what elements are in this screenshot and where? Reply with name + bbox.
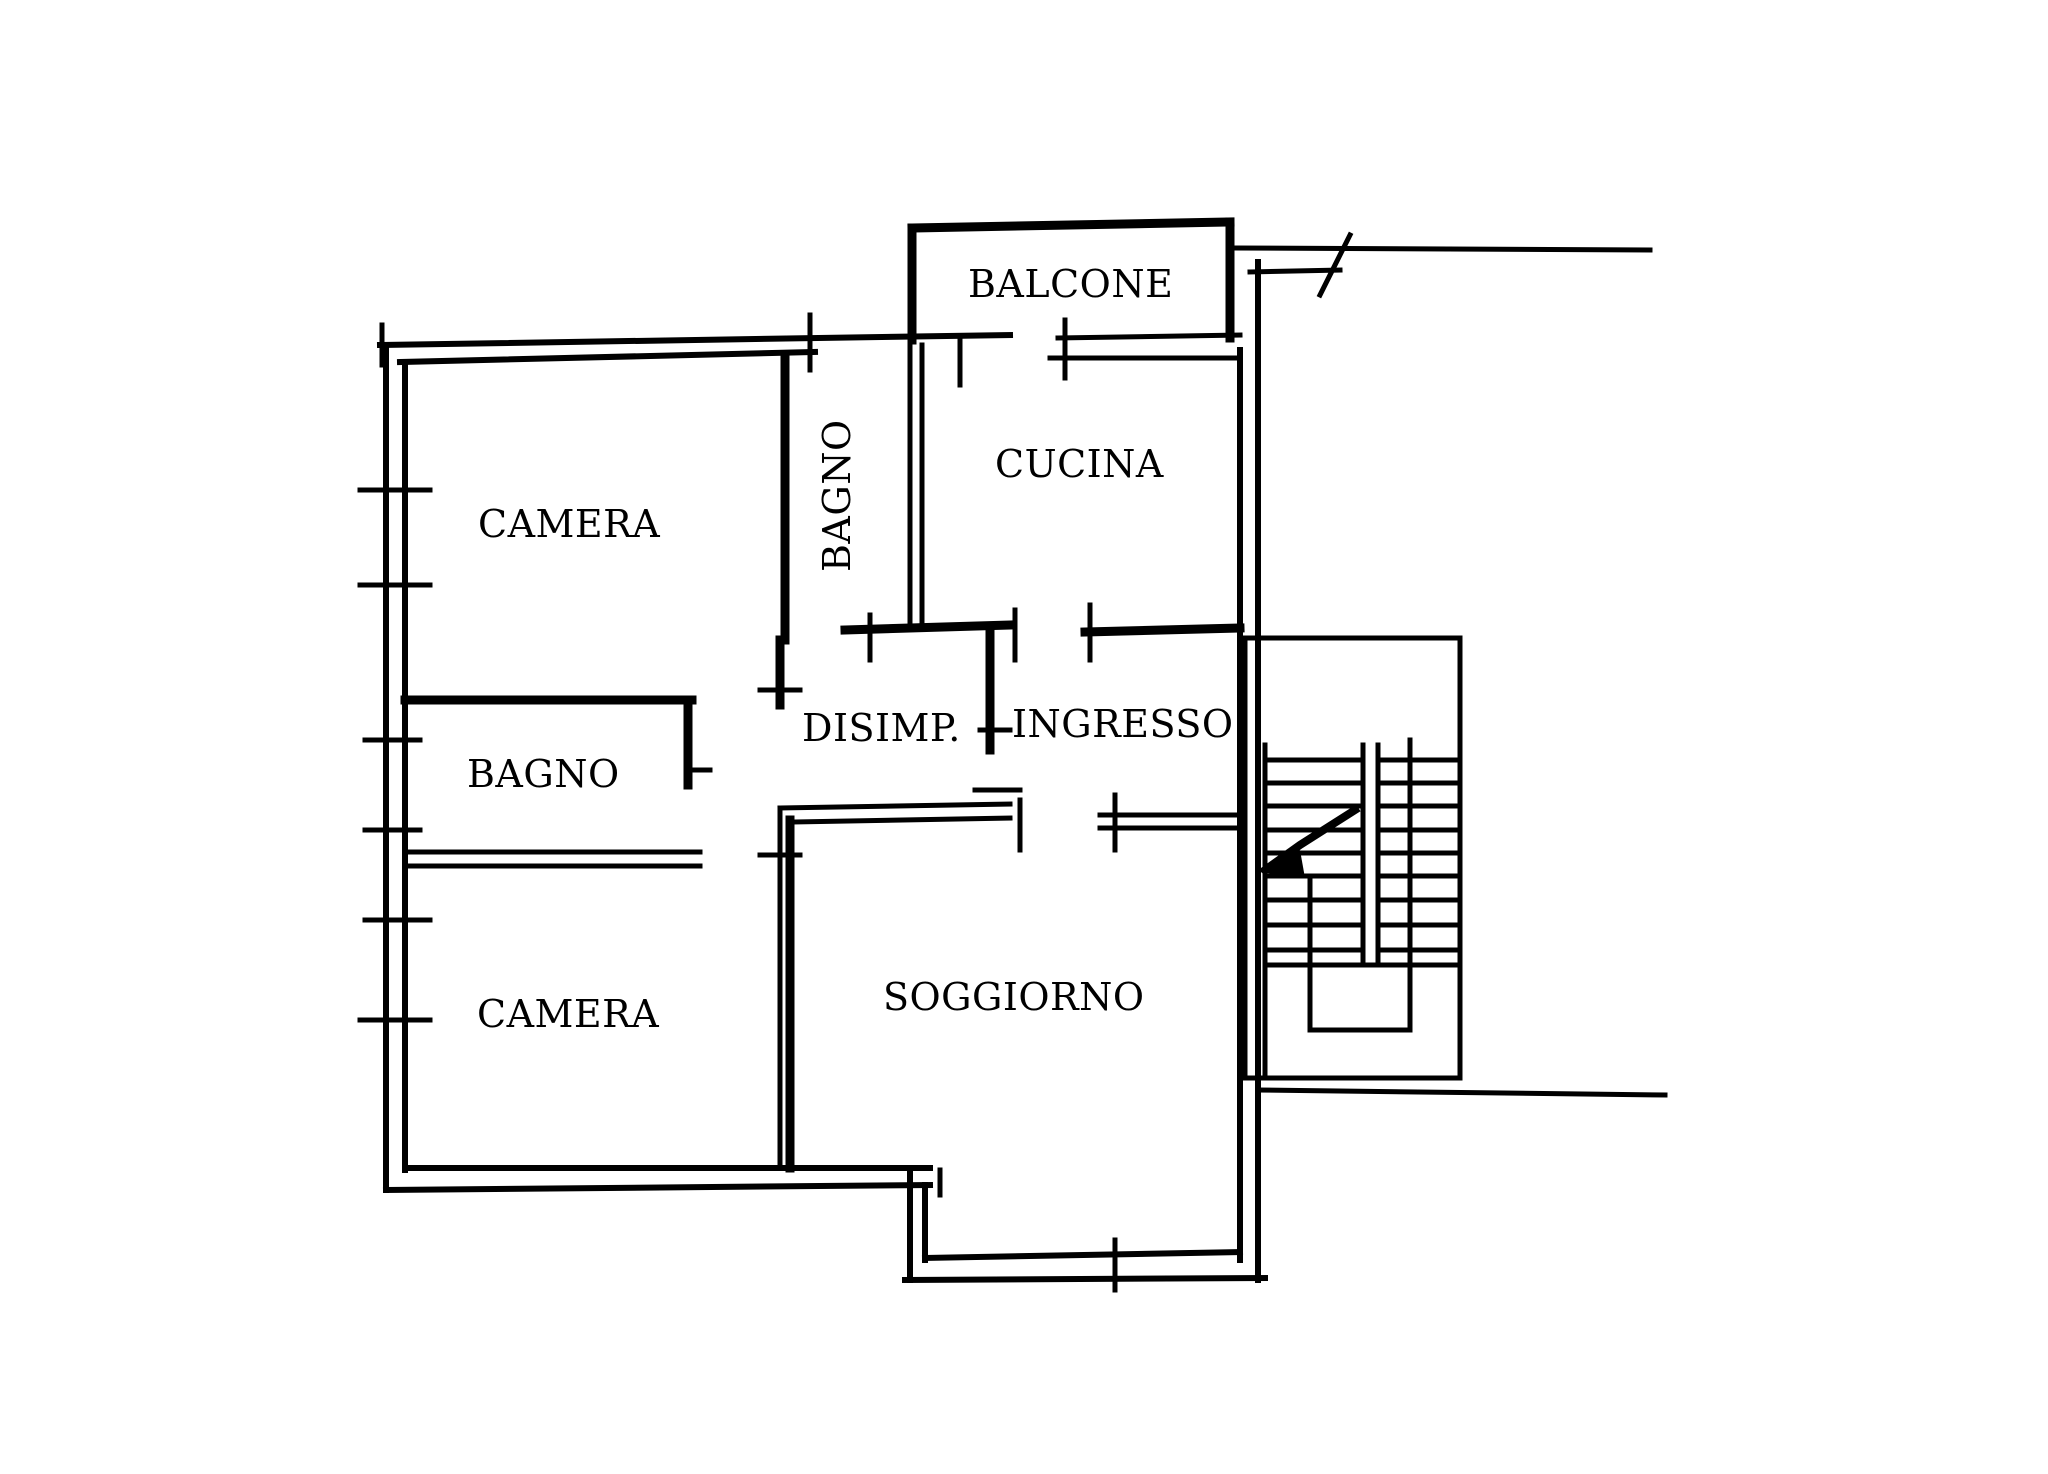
interior-walls (400, 342, 1245, 1173)
room-label-ingresso: INGRESSO (1012, 702, 1234, 746)
wall-ticks (357, 312, 1118, 1293)
room-label-disimp: DISIMP. (802, 706, 961, 750)
outer-walls (376, 259, 1269, 1284)
room-label-cucina: CUCINA (995, 442, 1164, 486)
room-label-bagno-1: BAGNO (815, 419, 859, 572)
room-label-camera-2: CAMERA (477, 992, 660, 1036)
room-label-bagno-2: BAGNO (467, 752, 620, 796)
stairwell (1242, 635, 1463, 1081)
room-label-camera-1: CAMERA (478, 502, 661, 546)
room-label-soggiorno: SOGGIORNO (883, 975, 1145, 1019)
balcone-walls (907, 217, 1235, 345)
room-label-balcone: BALCONE (968, 262, 1174, 306)
